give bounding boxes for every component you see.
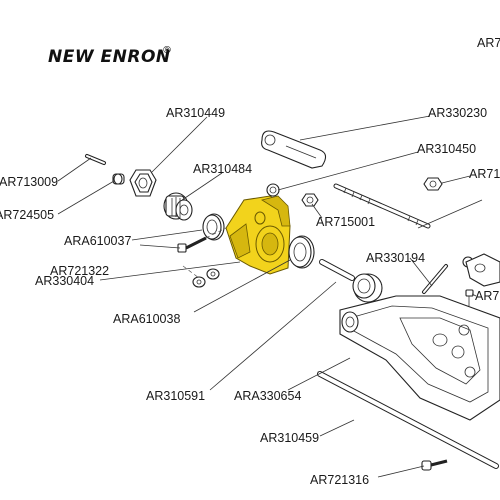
lock-nut-part [301,193,319,207]
label-ar330230: AR330230 [428,106,487,120]
label-ar330194: AR330194 [366,251,425,265]
hub-carrier-highlighted [225,195,291,275]
label-ar721316: AR721316 [310,473,369,487]
nut-right-part [423,177,443,191]
brand-logo: NEW ENRON ® [48,45,172,67]
screw-part [177,227,227,253]
label-ar310450: AR310450 [417,142,476,156]
label-ar7-top: AR7 [477,36,500,50]
brand-registered-mark: ® [162,45,172,56]
small-screw-part [465,289,474,306]
label-ar715001: AR715001 [316,215,375,229]
long-hinge-pin-part [317,371,499,469]
label-ar310484: AR310484 [193,162,252,176]
label-ara610038: ARA610038 [113,312,180,326]
pin-part [85,154,106,165]
bottom-screw-part [421,459,448,471]
washer-parts [182,265,220,288]
turnbuckle-link-part [261,130,327,169]
threaded-rod-part [333,183,431,229]
label-ar721322: AR721322 [50,264,109,278]
lower-arm-part [339,295,500,421]
bearing-inner-part [202,213,225,241]
label-ar71-right: AR71 [469,167,500,181]
part-labels: AR7 AR310449 AR330230 AR310450 AR310484 … [0,36,500,487]
label-ara610037: ARA610037 [64,234,131,248]
hinge-pin-part [319,259,383,303]
label-ar330404: AR330404 [35,274,94,288]
threaded-stud-part [163,192,193,221]
leader-lines [57,115,483,478]
label-ar310459: AR310459 [260,431,319,445]
label-ar724505: AR724505 [0,208,54,222]
label-ara330654: ARA330654 [234,389,301,403]
brand-name: NEW ENRON [48,47,171,67]
hex-nut-part [129,169,157,197]
shock-tower-part [465,253,500,287]
label-ar713009: AR713009 [0,175,58,189]
label-ar310449: AR310449 [166,106,225,120]
label-ar7-mid: AR7 [475,289,499,303]
small-spacer-part [266,183,280,197]
bearing-outer-part [288,235,315,269]
bushing-part [112,173,125,185]
label-ar310591: AR310591 [146,389,205,403]
